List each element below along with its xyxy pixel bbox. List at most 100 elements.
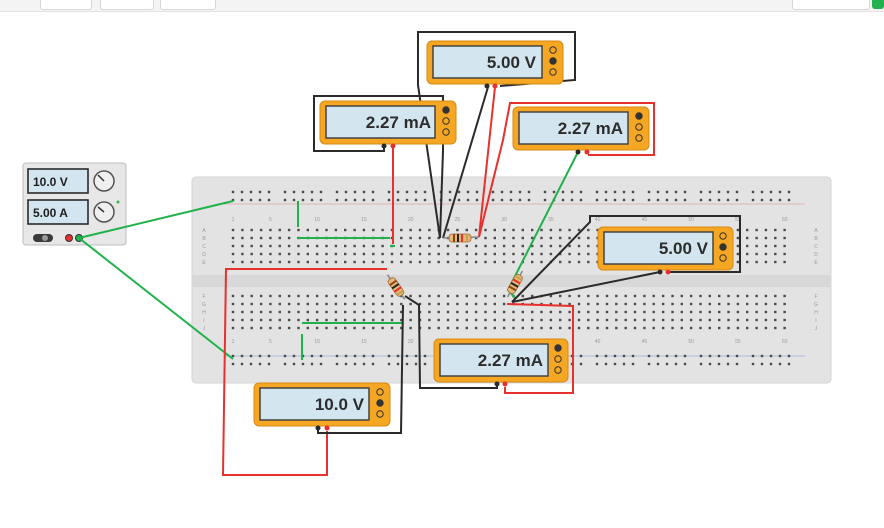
breadboard-hole[interactable] — [269, 236, 272, 240]
breadboard-hole[interactable] — [362, 228, 366, 232]
breadboard-hole[interactable] — [446, 260, 450, 264]
breadboard-hole[interactable] — [559, 310, 562, 314]
power-rail-hole[interactable] — [267, 354, 271, 358]
red-wire-bottom-ammeter-loop[interactable] — [504, 303, 574, 394]
breadboard-hole[interactable] — [287, 228, 291, 232]
multimeter-left-current[interactable]: 2.27 mA — [319, 100, 457, 149]
breadboard-hole[interactable] — [484, 302, 487, 306]
breadboard-hole[interactable] — [559, 228, 562, 232]
breadboard-hole[interactable] — [577, 318, 581, 322]
breadboard-hole[interactable] — [484, 244, 487, 248]
breadboard-hole[interactable] — [493, 236, 496, 240]
breadboard-hole[interactable] — [418, 294, 422, 298]
power-rail-hole[interactable] — [787, 354, 791, 358]
breadboard-hole[interactable] — [446, 310, 450, 314]
breadboard-hole[interactable] — [409, 318, 412, 322]
breadboard-hole[interactable] — [671, 302, 674, 306]
power-supply[interactable]: 10.0 V 5.00 A — [22, 162, 127, 246]
power-rail-hole[interactable] — [240, 198, 244, 202]
breadboard-hole[interactable] — [241, 302, 244, 306]
breadboard-hole[interactable] — [306, 244, 309, 248]
breadboard-hole[interactable] — [400, 310, 403, 314]
power-rail-hole[interactable] — [500, 198, 504, 202]
red-wire-top-meter-probe[interactable] — [478, 86, 496, 238]
breadboard-hole[interactable] — [699, 302, 702, 306]
breadboard-hole[interactable] — [409, 302, 412, 306]
breadboard-hole[interactable] — [437, 326, 440, 330]
breadboard-hole[interactable] — [372, 326, 375, 330]
breadboard-hole[interactable] — [615, 326, 618, 330]
breadboard-hole[interactable] — [278, 326, 281, 330]
breadboard-hole[interactable] — [493, 244, 496, 248]
mode-button-v[interactable] — [635, 123, 643, 131]
breadboard-hole[interactable] — [334, 326, 338, 330]
power-rail-hole[interactable] — [249, 190, 253, 194]
breadboard-hole[interactable] — [661, 326, 665, 330]
breadboard-hole[interactable] — [259, 294, 263, 298]
power-rail-hole[interactable] — [760, 198, 764, 202]
power-rail-hole[interactable] — [240, 190, 244, 194]
breadboard-hole[interactable] — [549, 302, 553, 306]
power-rail-hole[interactable] — [335, 362, 339, 366]
power-rail-hole[interactable] — [622, 190, 626, 194]
breadboard-hole[interactable] — [287, 252, 291, 256]
breadboard-hole[interactable] — [531, 228, 534, 232]
breadboard-hole[interactable] — [362, 244, 366, 248]
breadboard-hole[interactable] — [428, 326, 431, 330]
green-wire-psu-to-top-rail[interactable] — [78, 200, 234, 239]
power-rail-hole[interactable] — [405, 190, 409, 194]
breadboard-hole[interactable] — [278, 318, 281, 322]
breadboard-hole[interactable] — [381, 318, 384, 322]
breadboard-hole[interactable] — [446, 318, 450, 322]
breadboard-hole[interactable] — [362, 326, 366, 330]
breadboard-hole[interactable] — [418, 236, 422, 240]
breadboard-hole[interactable] — [474, 236, 478, 240]
power-rail-hole[interactable] — [387, 198, 391, 202]
red-wire-right-meter-loop[interactable] — [478, 102, 655, 238]
probe-terminal-red[interactable] — [584, 149, 590, 155]
power-rail-hole[interactable] — [647, 190, 651, 194]
breadboard-hole[interactable] — [344, 244, 347, 248]
power-rail-hole[interactable] — [717, 198, 721, 202]
power-rail-hole[interactable] — [708, 362, 712, 366]
breadboard-hole[interactable] — [746, 318, 749, 322]
breadboard-hole[interactable] — [372, 318, 375, 322]
breadboard-hole[interactable] — [344, 310, 347, 314]
breadboard-hole[interactable] — [400, 228, 403, 232]
breadboard-hole[interactable] — [390, 260, 394, 264]
breadboard-hole[interactable] — [624, 294, 627, 298]
power-rail-hole[interactable] — [787, 362, 791, 366]
breadboard-hole[interactable] — [362, 318, 366, 322]
breadboard-hole[interactable] — [456, 260, 459, 264]
power-rail-hole[interactable] — [622, 362, 626, 366]
breadboard-hole[interactable] — [559, 260, 562, 264]
power-rail-hole[interactable] — [760, 354, 764, 358]
breadboard-hole[interactable] — [409, 310, 412, 314]
power-rail-hole[interactable] — [344, 354, 348, 358]
breadboard-hole[interactable] — [315, 252, 319, 256]
breadboard-hole[interactable] — [568, 326, 571, 330]
breadboard-hole[interactable] — [493, 260, 496, 264]
breadboard-hole[interactable] — [428, 318, 431, 322]
power-rail-hole[interactable] — [310, 198, 314, 202]
breadboard-hole[interactable] — [428, 310, 431, 314]
breadboard-hole[interactable] — [315, 302, 319, 306]
power-rail-hole[interactable] — [647, 198, 651, 202]
breadboard-hole[interactable] — [428, 228, 431, 232]
power-rail-hole[interactable] — [249, 362, 253, 366]
power-rail-hole[interactable] — [319, 190, 323, 194]
power-rail-hole[interactable] — [735, 354, 739, 358]
breadboard-hole[interactable] — [540, 236, 543, 240]
breadboard-hole[interactable] — [624, 318, 627, 322]
breadboard-hole[interactable] — [568, 260, 571, 264]
breadboard-hole[interactable] — [409, 228, 412, 232]
power-rail-hole[interactable] — [604, 198, 608, 202]
power-rail-hole[interactable] — [457, 198, 461, 202]
breadboard-hole[interactable] — [736, 294, 740, 298]
power-rail-hole[interactable] — [622, 198, 626, 202]
breadboard-hole[interactable] — [437, 244, 440, 248]
breadboard-hole[interactable] — [746, 260, 749, 264]
breadboard-hole[interactable] — [774, 252, 777, 256]
breadboard-hole[interactable] — [259, 244, 263, 248]
positive-terminal[interactable] — [65, 234, 73, 242]
